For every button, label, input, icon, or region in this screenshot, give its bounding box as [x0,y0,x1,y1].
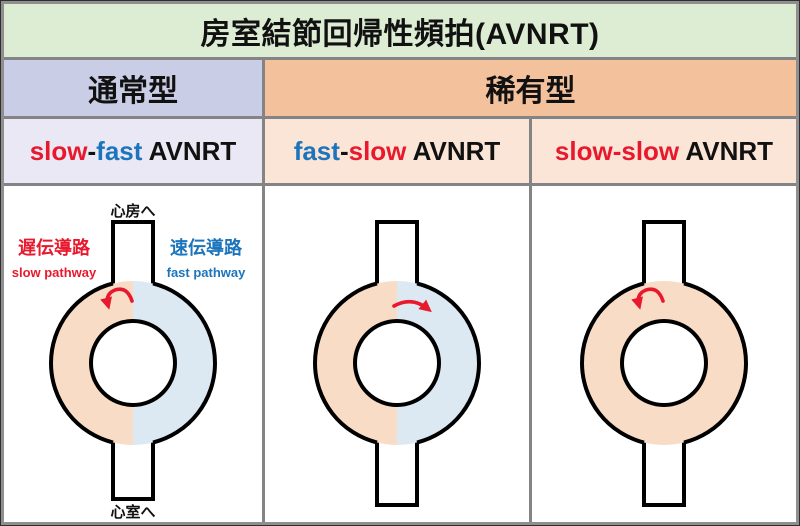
diagram-panel-slow-slow [532,186,796,522]
diagram-panel-slow-fast: 心房へ心室へ 遅伝導路 slow pathway 速伝導路 fast pathway [4,186,262,522]
subtype-text-part: - [87,135,97,166]
left-pathway-fill [582,281,664,445]
reentry-circuit-diagram-slow-slow [580,220,748,507]
outer-ring-left-arc [313,281,378,445]
to-atrium-label: 心房へ [110,202,155,220]
subtype-text-part: slow [29,135,88,166]
right-pathway-fill [664,281,746,445]
outer-ring-right-arc [152,281,217,445]
subtype-label-slow-slow: slow-slow AVNRT [532,119,796,183]
right-pathway-fill [397,281,479,445]
right-pathway-fill [133,281,215,445]
inner-ring-circle [353,319,441,407]
slow-pathway-en-label: slow pathway [12,265,97,280]
subtype-text-part: AVNRT [406,135,501,166]
atrial-tube [642,220,686,284]
outer-ring-left-arc [49,281,114,445]
atrial-tube [111,220,155,284]
outer-ring-right-arc [416,281,481,445]
reentry-circuit-diagram-fast-slow [313,220,481,507]
page-title: 房室結節回帰性頻拍(AVNRT) [4,4,796,57]
diagram-panel-fast-slow [265,186,529,522]
inner-ring-circle [89,319,177,407]
fast-pathway-jp-label: 速伝導路 [170,237,243,258]
ventricular-tube [642,442,686,507]
left-pathway-fill [51,281,133,445]
subtype-text-part: AVNRT [679,135,774,166]
outer-ring-left-arc [580,281,645,445]
counterclockwise-arrow-icon [100,287,134,310]
subtype-text-part: fast [293,135,340,166]
subtype-text-part: slow-slow [554,135,680,166]
subtype-text-part: slow [348,135,407,166]
subtype-text-part: AVNRT [142,135,237,166]
to-ventricle-label: 心室へ [110,503,155,521]
subtype-label-fast-slow: fast-slow AVNRT [265,119,529,183]
left-pathway-fill [315,281,397,445]
subtype-text-part: fast [96,135,143,166]
header-common-type: 通常型 [4,60,262,116]
header-rare-type: 稀有型 [265,60,796,116]
fast-pathway-en-label: fast pathway [167,265,247,280]
subtype-label-slow-fast: slow-fast AVNRT [4,119,262,183]
clockwise-arrow-icon [392,299,432,313]
counterclockwise-arrow-icon [631,287,665,310]
outer-ring-right-arc [683,281,748,445]
ventricular-tube [111,442,155,501]
inner-ring-circle [620,319,708,407]
slow-pathway-jp-label: 遅伝導路 [18,237,91,258]
ventricular-tube [375,442,419,507]
atrial-tube [375,220,419,284]
subtype-text-part: - [339,135,349,166]
